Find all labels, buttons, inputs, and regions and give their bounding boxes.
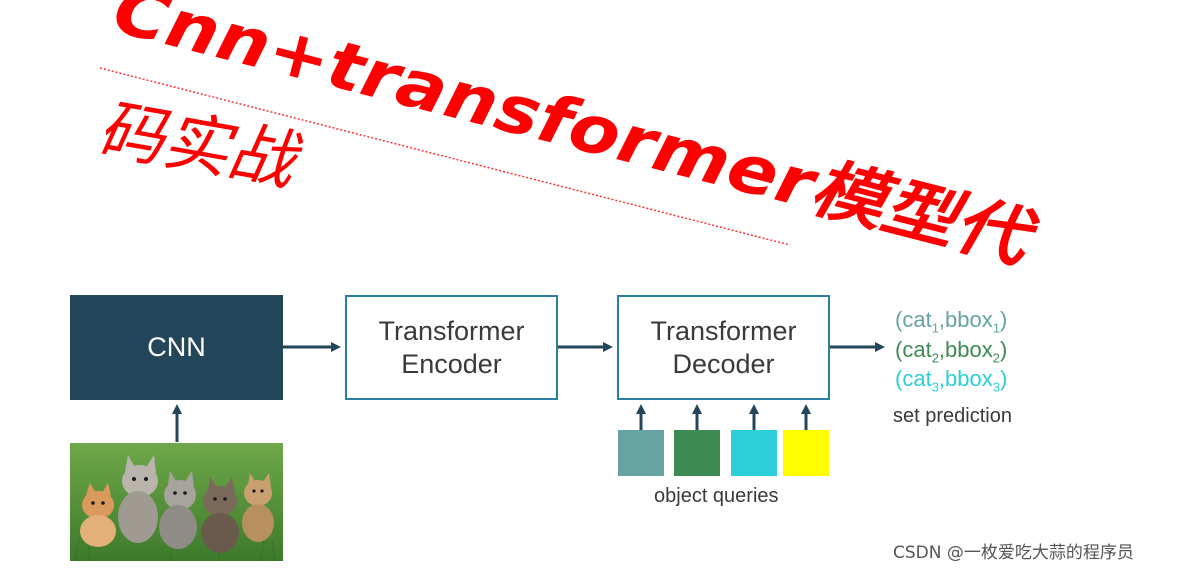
prediction-2-bbox: bbox <box>945 337 993 362</box>
object-query-1 <box>618 430 664 476</box>
decoder-label-line2: Decoder <box>672 348 775 379</box>
object-queries-label: object queries <box>654 485 779 507</box>
decoder-label-line1: Transformer <box>650 316 797 347</box>
transformer-decoder-box: Transformer Decoder <box>617 295 830 400</box>
encoder-label-line1: Transformer <box>378 316 525 347</box>
prediction-2-cat: cat <box>902 337 932 362</box>
set-prediction-label: set prediction <box>893 405 1012 427</box>
transformer-encoder-box: Transformer Encoder <box>345 295 558 400</box>
prediction-1-bbox: bbox <box>945 307 993 332</box>
kitten-photo <box>70 443 283 561</box>
cnn-label: CNN <box>147 332 206 362</box>
cnn-box: CNN <box>70 295 283 400</box>
prediction-2-sub-bbox: 2 <box>992 350 1000 366</box>
encoder-label-line2: Encoder <box>401 348 502 379</box>
prediction-1-sub-cat: 1 <box>931 320 939 336</box>
object-query-3 <box>731 430 777 476</box>
csdn-watermark: CSDN @一枚爱吃大蒜的程序员 <box>893 543 1134 563</box>
object-query-4 <box>783 430 829 476</box>
prediction-1-sub-bbox: 1 <box>992 320 1000 336</box>
object-query-2 <box>674 430 720 476</box>
prediction-3: (cat3,bbox3) <box>895 366 1008 395</box>
prediction-2: (cat2,bbox2) <box>895 337 1008 366</box>
prediction-1: (cat1,bbox1) <box>895 307 1008 336</box>
prediction-2-sub-cat: 2 <box>931 350 939 366</box>
prediction-1-cat: cat <box>902 307 932 332</box>
prediction-3-cat: cat <box>902 366 932 391</box>
prediction-3-bbox: bbox <box>945 366 993 391</box>
prediction-3-sub-bbox: 3 <box>992 379 1000 395</box>
prediction-3-sub-cat: 3 <box>931 379 939 395</box>
